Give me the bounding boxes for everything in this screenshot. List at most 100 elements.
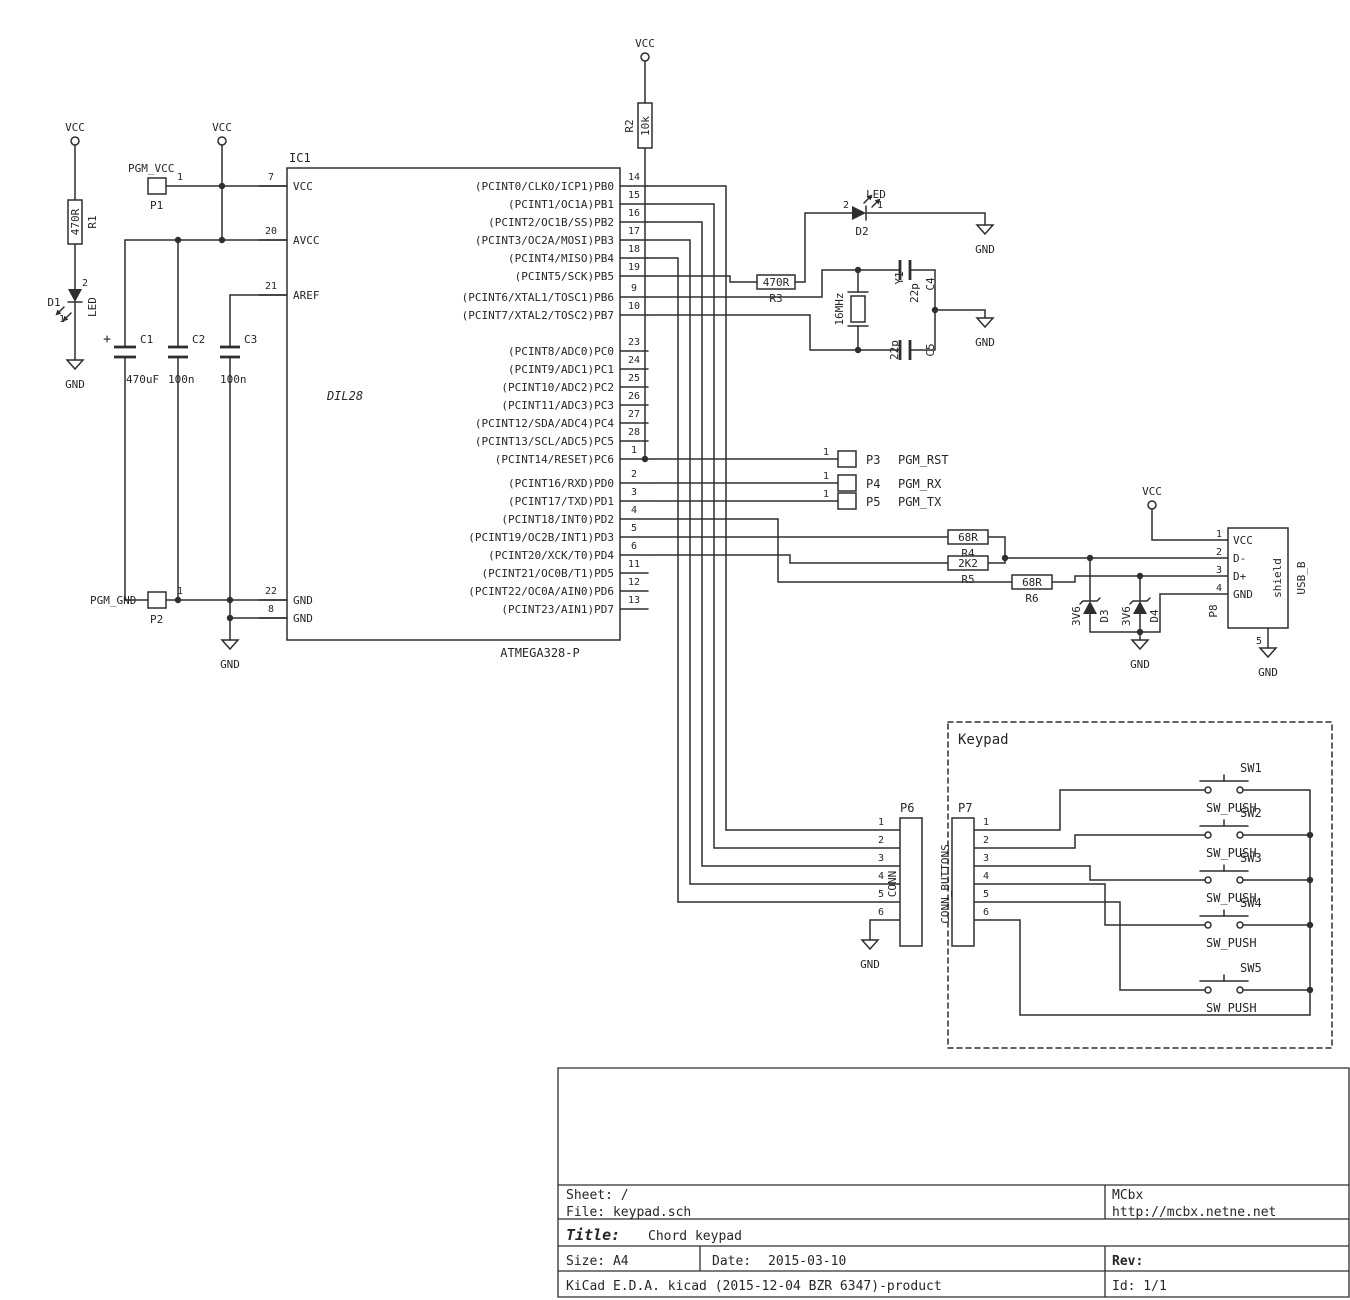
connector-body	[837, 474, 857, 492]
usb-pin-label: GND	[1233, 588, 1253, 601]
resistor-r5: 2K2 R5	[947, 555, 989, 586]
ic-pin-number: 11	[628, 559, 640, 570]
capacitor-c1: + C1 470uF	[103, 332, 159, 386]
ic-pin-number: 17	[628, 226, 640, 237]
ic-pin-number: 24	[628, 355, 640, 366]
connector-value: CONN	[886, 871, 899, 898]
switch-contact-icon	[1204, 786, 1212, 794]
ic-pin-name: (PCINT17/TXD)PD1	[508, 495, 614, 508]
capacitor-value: 100n	[220, 373, 247, 386]
connector-pin-number: 1	[983, 817, 989, 828]
connector-ref: P2	[150, 613, 163, 626]
vcc-circle-icon	[1147, 500, 1157, 510]
usb-pin-label: VCC	[1233, 534, 1253, 547]
connector-pin-number: 4	[878, 871, 884, 882]
connector-pin-number: 3	[878, 853, 884, 864]
wire-crystal-branch	[647, 269, 986, 351]
gnd-triangle-icon	[975, 317, 995, 329]
resistor-value: 68R	[1022, 576, 1042, 589]
usb-pin-number: 4	[1216, 583, 1222, 594]
led-triangle-icon	[852, 206, 866, 220]
id-field: Id: 1/1	[1112, 1279, 1167, 1294]
led-pin-number: 1	[877, 200, 883, 211]
switch-value: SW_PUSH	[1206, 936, 1257, 950]
gnd-symbol: GND	[220, 639, 240, 671]
ic-pin-number: 19	[628, 262, 640, 273]
ic-pin-name: GND	[293, 612, 313, 625]
resistor-ref: R1	[86, 215, 99, 228]
ic-pin-number: 3	[631, 487, 637, 498]
crystal-value: 16MHz	[833, 292, 846, 325]
led-emission-arrow-icon	[62, 312, 72, 322]
title-block-border	[557, 1067, 1350, 1298]
ic-pin-number: 9	[631, 283, 637, 294]
url-field: http://mcbx.netne.net	[1112, 1205, 1276, 1220]
keypad-boundary	[947, 721, 1333, 1049]
ic-pin-number: 5	[631, 523, 637, 534]
resistor-ref: R6	[1025, 592, 1038, 605]
ic-pin-name: (PCINT13/SCL/ADC5)PC5	[475, 435, 614, 448]
usb-shield-label: shield	[1271, 558, 1284, 598]
zener-triangle-icon	[1083, 601, 1097, 614]
capacitor-value: 470uF	[126, 373, 159, 386]
gnd-label: GND	[860, 958, 880, 971]
ic-pin-name: (PCINT3/OC2A/MOSI)PB3	[475, 234, 614, 247]
ic-pin-number: 21	[265, 281, 277, 292]
ic-pin-name: (PCINT11/ADC3)PC3	[501, 399, 614, 412]
led-emission-arrow-icon	[871, 198, 881, 208]
vcc-label: VCC	[65, 121, 85, 134]
usb-value: USB_B	[1295, 561, 1308, 594]
connector-ref: P7	[958, 801, 972, 815]
resistor-r2: R2 10k	[623, 102, 653, 149]
connector-pin-number: 6	[983, 907, 989, 918]
capacitor-polarity: +	[103, 332, 111, 347]
ic-value: ATMEGA328-P	[500, 646, 579, 660]
capacitor-c5: 22p C5	[888, 340, 937, 360]
ic-pin-number: 4	[631, 505, 637, 516]
ic-pin-name: (PCINT10/ADC2)PC2	[501, 381, 614, 394]
gnd-symbol: GND	[1258, 647, 1278, 679]
gnd-symbol: GND	[1130, 639, 1150, 671]
ic-pin-number: 12	[628, 577, 640, 588]
ic-pin-name: (PCINT8/ADC0)PC0	[508, 345, 614, 358]
usb-connector-body	[1227, 527, 1289, 629]
connector-pin-number: 1	[878, 817, 884, 828]
vcc-symbol: VCC	[635, 37, 655, 62]
ic-pin-number: 13	[628, 595, 640, 606]
usb-pin-label: D-	[1233, 552, 1246, 565]
usb-pin-number: 2	[1216, 547, 1222, 558]
connector-body	[147, 591, 167, 609]
ic-pin-name: (PCINT0/CLKO/ICP1)PB0	[475, 180, 614, 193]
connector-net: PGM_RST	[898, 453, 949, 467]
connector-pin-number: 2	[878, 835, 884, 846]
gnd-label: GND	[65, 378, 85, 391]
title-block: Sheet: / File: keypad.sch MCbx http://mc…	[557, 1067, 1350, 1298]
ic-pin-number: 2	[631, 469, 637, 480]
led-value: LED	[86, 297, 99, 317]
keypad-section: Keypad SW1SW_PUSHSW2SW_PUSHSW3SW_PUSHSW4…	[947, 721, 1333, 1049]
crystal-plates	[847, 291, 869, 327]
switch-contact-icon	[1236, 786, 1244, 794]
connector-ref: P4	[866, 477, 880, 491]
capacitor-c2: C2 100n	[168, 333, 205, 386]
crystal-body	[850, 295, 866, 323]
usb-pin-label: D+	[1233, 570, 1247, 583]
led-value: LED	[866, 188, 886, 201]
ic-pin-name: (PCINT16/RXD)PD0	[508, 477, 614, 490]
connector-pin-number: 1	[823, 471, 829, 482]
gnd-triangle-icon	[860, 939, 880, 951]
zener-ref: D3	[1098, 609, 1111, 622]
connector-pin-number: 5	[878, 889, 884, 900]
connector-body	[147, 177, 167, 195]
ic-pin-name: (PCINT20/XCK/T0)PD4	[488, 549, 614, 562]
switch-contact-icon	[1204, 921, 1212, 929]
title-label: Title:	[566, 1226, 620, 1244]
ic-pin-number: 16	[628, 208, 640, 219]
